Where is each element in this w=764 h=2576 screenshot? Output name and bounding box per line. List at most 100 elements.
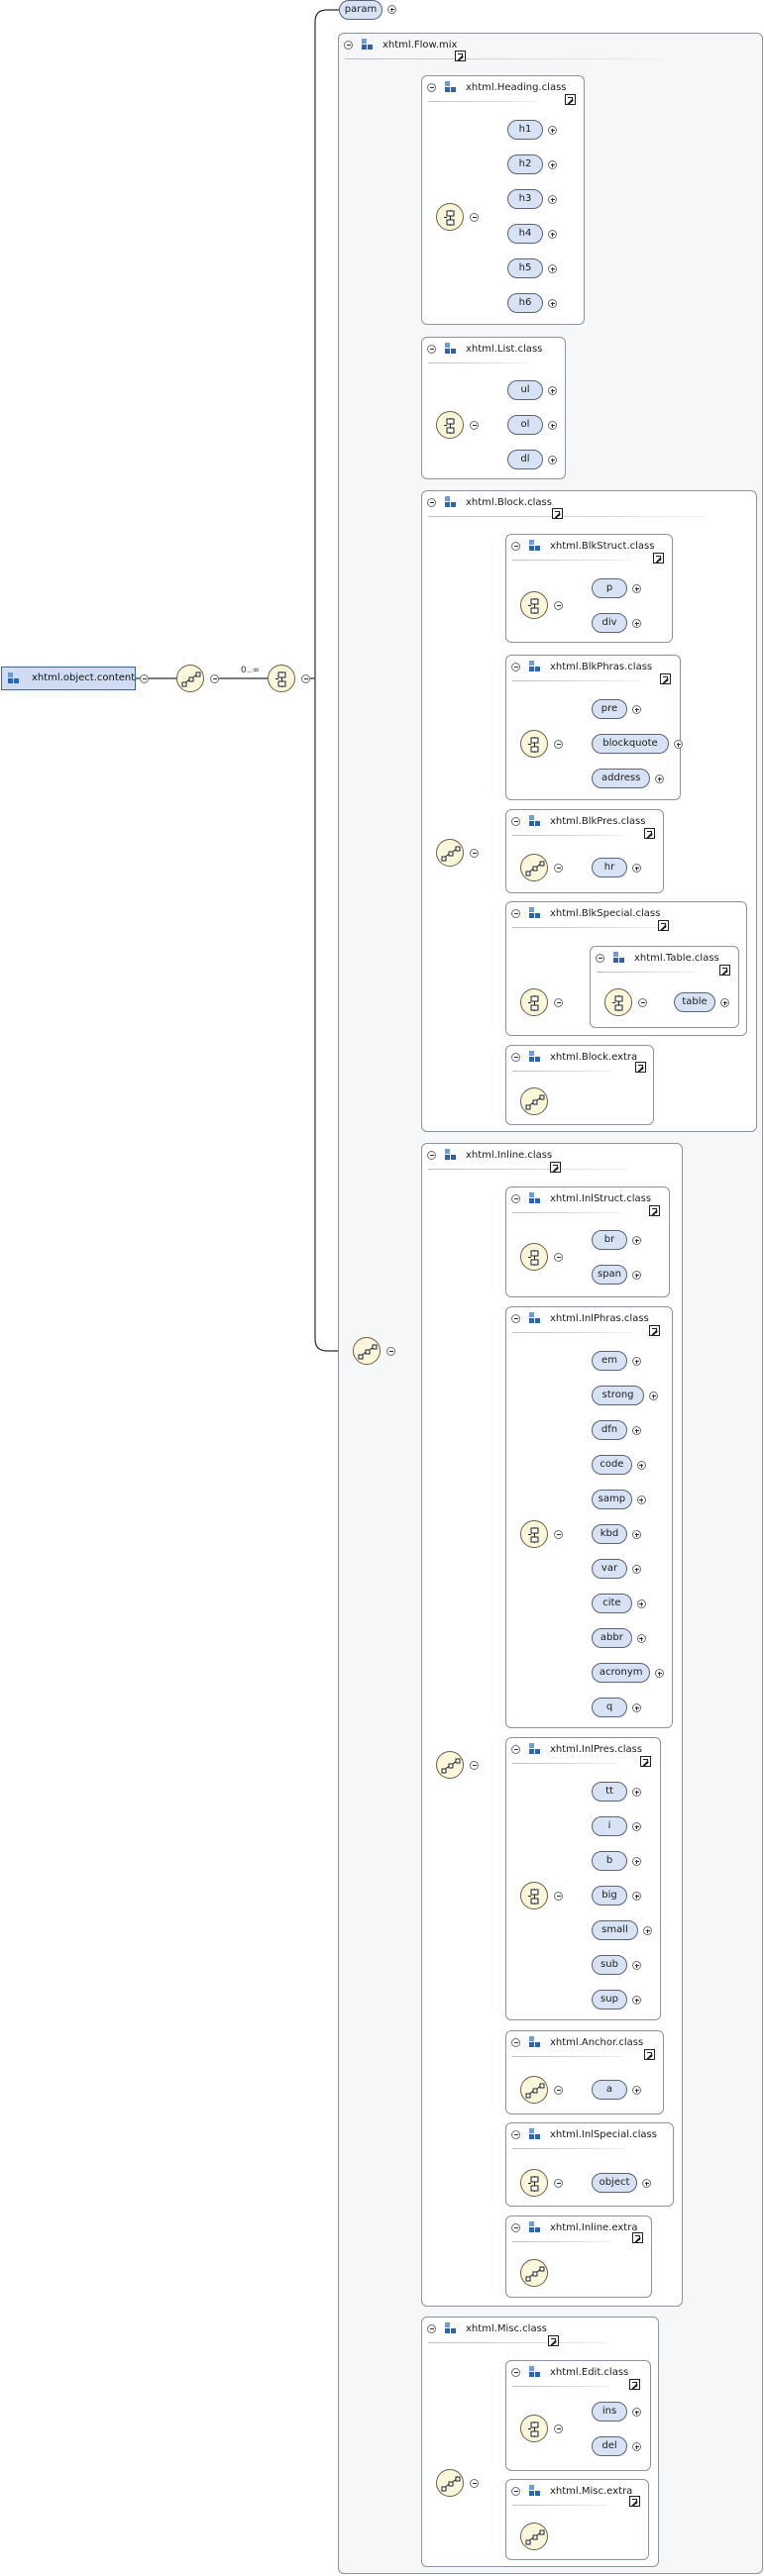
- element-blockquote[interactable]: blockquote: [592, 734, 669, 754]
- sequence-compositor-icon[interactable]: [520, 988, 548, 1016]
- element-em[interactable]: em: [592, 1351, 627, 1371]
- jump-to-definition-icon[interactable]: [640, 1756, 651, 1767]
- expand-icon[interactable]: [642, 2179, 651, 2188]
- element-del[interactable]: del: [592, 2436, 627, 2456]
- collapse-icon[interactable]: [427, 2324, 436, 2333]
- element-q[interactable]: q: [592, 1698, 627, 1717]
- collapse-icon[interactable]: [511, 2368, 520, 2377]
- jump-to-definition-icon[interactable]: [658, 920, 669, 931]
- collapse-icon[interactable]: [470, 421, 479, 430]
- element-span[interactable]: span: [592, 1265, 627, 1285]
- collapse-icon[interactable]: [511, 2130, 520, 2139]
- collapse-icon[interactable]: [596, 954, 604, 963]
- expand-icon[interactable]: [632, 1961, 641, 1970]
- expand-icon[interactable]: [655, 1669, 665, 1678]
- jump-to-definition-icon[interactable]: [632, 2232, 643, 2243]
- expand-icon[interactable]: [548, 299, 557, 308]
- expand-icon[interactable]: [387, 5, 396, 14]
- collapse-icon[interactable]: [554, 2086, 563, 2095]
- collapse-icon[interactable]: [511, 1053, 520, 1062]
- collapse-icon[interactable]: [554, 740, 563, 749]
- element-ul[interactable]: ul: [507, 380, 543, 400]
- sequence-compositor-icon[interactable]: [436, 203, 464, 231]
- choice-compositor-icon[interactable]: [520, 2523, 548, 2550]
- element-pre[interactable]: pre: [592, 699, 627, 719]
- element-dfn[interactable]: dfn: [592, 1420, 627, 1440]
- jump-to-definition-icon[interactable]: [455, 51, 466, 61]
- collapse-icon[interactable]: [301, 674, 310, 683]
- element-ol[interactable]: ol: [507, 415, 543, 435]
- collapse-icon[interactable]: [470, 1761, 479, 1770]
- element-sub[interactable]: sub: [592, 1955, 627, 1975]
- choice-compositor-icon[interactable]: [520, 1087, 548, 1115]
- sequence-compositor-icon[interactable]: [520, 2169, 548, 2197]
- sequence-compositor-icon[interactable]: [520, 1882, 548, 1909]
- jump-to-definition-icon[interactable]: [635, 1062, 646, 1073]
- expand-icon[interactable]: [632, 1426, 641, 1435]
- expand-icon[interactable]: [649, 1391, 659, 1400]
- element-h3[interactable]: h3: [507, 189, 543, 209]
- jump-to-definition-icon[interactable]: [644, 2049, 655, 2060]
- collapse-icon[interactable]: [140, 674, 149, 683]
- expand-icon[interactable]: [674, 740, 683, 749]
- expand-icon[interactable]: [636, 1461, 646, 1470]
- element-dl[interactable]: dl: [507, 450, 543, 469]
- expand-icon[interactable]: [548, 456, 557, 464]
- jump-to-definition-icon[interactable]: [660, 673, 671, 684]
- collapse-icon[interactable]: [511, 663, 520, 671]
- collapse-icon[interactable]: [427, 345, 436, 354]
- choice-compositor-icon[interactable]: [176, 665, 204, 692]
- element-table[interactable]: table: [674, 992, 715, 1012]
- root-element[interactable]: xhtml.object.content: [1, 667, 136, 690]
- collapse-icon[interactable]: [511, 817, 520, 826]
- element-div[interactable]: div: [592, 613, 627, 633]
- jump-to-definition-icon[interactable]: [629, 2379, 640, 2390]
- collapse-icon[interactable]: [511, 1745, 520, 1754]
- element-acronym[interactable]: acronym: [592, 1663, 651, 1683]
- collapse-icon[interactable]: [427, 498, 436, 507]
- expand-icon[interactable]: [548, 195, 557, 204]
- element-kbd[interactable]: kbd: [592, 1524, 627, 1544]
- element-ins[interactable]: ins: [592, 2402, 627, 2421]
- choice-compositor-icon[interactable]: [520, 2076, 548, 2104]
- collapse-icon[interactable]: [554, 2424, 563, 2433]
- jump-to-definition-icon[interactable]: [629, 2496, 640, 2507]
- element-i[interactable]: i: [592, 1816, 627, 1836]
- jump-to-definition-icon[interactable]: [649, 1325, 660, 1336]
- jump-to-definition-icon[interactable]: [653, 553, 664, 564]
- sequence-compositor-icon[interactable]: [604, 988, 632, 1016]
- expand-icon[interactable]: [548, 386, 557, 395]
- collapse-icon[interactable]: [511, 2223, 520, 2232]
- expand-icon[interactable]: [632, 1822, 641, 1831]
- expand-icon[interactable]: [632, 584, 641, 593]
- expand-icon[interactable]: [632, 1857, 641, 1866]
- collapse-icon[interactable]: [554, 2179, 563, 2188]
- expand-icon[interactable]: [632, 1271, 641, 1280]
- expand-icon[interactable]: [632, 2442, 641, 2451]
- element-h1[interactable]: h1: [507, 120, 543, 140]
- expand-icon[interactable]: [632, 1530, 641, 1539]
- element-strong[interactable]: strong: [592, 1386, 645, 1405]
- collapse-icon[interactable]: [511, 2487, 520, 2496]
- choice-compositor-icon[interactable]: [436, 839, 464, 867]
- element-sup[interactable]: sup: [592, 1990, 627, 2009]
- collapse-icon[interactable]: [511, 542, 520, 551]
- collapse-icon[interactable]: [511, 1194, 520, 1203]
- collapse-icon[interactable]: [511, 2038, 520, 2047]
- collapse-icon[interactable]: [470, 2479, 479, 2488]
- sequence-compositor-icon[interactable]: [520, 591, 548, 619]
- expand-icon[interactable]: [632, 1996, 641, 2005]
- choice-compositor-icon[interactable]: [520, 2259, 548, 2287]
- element-br[interactable]: br: [592, 1230, 627, 1250]
- jump-to-definition-icon[interactable]: [719, 965, 730, 976]
- jump-to-definition-icon[interactable]: [548, 2335, 559, 2346]
- expand-icon[interactable]: [548, 160, 557, 169]
- element-var[interactable]: var: [592, 1559, 627, 1579]
- element-small[interactable]: small: [592, 1920, 638, 1940]
- collapse-icon[interactable]: [470, 213, 479, 222]
- sequence-compositor-icon[interactable]: [520, 1243, 548, 1271]
- collapse-icon[interactable]: [554, 1892, 563, 1901]
- expand-icon[interactable]: [655, 774, 665, 783]
- element-tt[interactable]: tt: [592, 1782, 627, 1802]
- expand-icon[interactable]: [548, 421, 557, 430]
